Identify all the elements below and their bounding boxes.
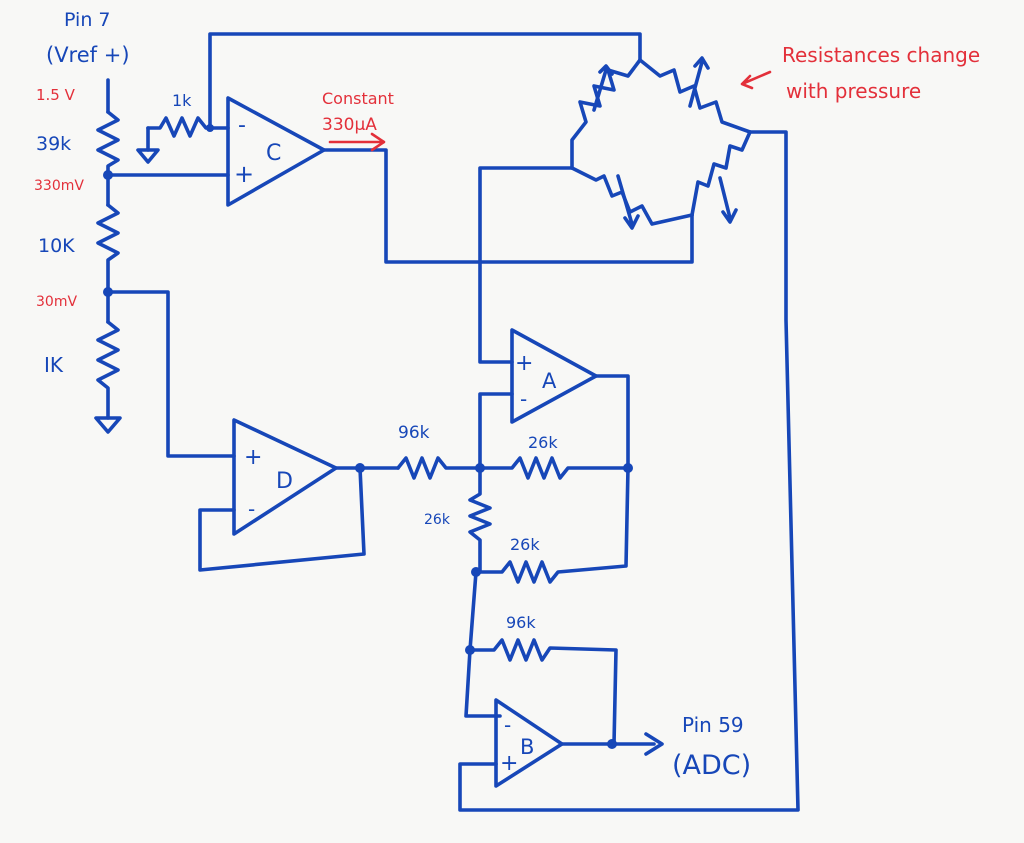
resistor-96k-bottom (468, 638, 618, 746)
node-330mv (103, 170, 113, 180)
node-c-minus (206, 124, 214, 132)
label-39k: 39k (36, 133, 71, 155)
pressure-arrow-4 (718, 176, 738, 224)
amp-d-minus: - (248, 497, 255, 521)
note-resistances-change: Resistances change (782, 43, 980, 67)
amp-b-plus: + (500, 751, 518, 776)
wire-mid-to-b (464, 570, 502, 718)
label-26k-2: 26k (424, 512, 451, 528)
label-96k-top: 96k (398, 423, 430, 443)
label-26k-3: 26k (510, 535, 540, 554)
resistor-26k-1 (478, 456, 630, 480)
op-amp-c (226, 96, 326, 207)
op-amp-d (232, 418, 338, 536)
label-330mv: 330mV (34, 178, 84, 194)
amp-c-minus: - (238, 113, 246, 138)
op-amp-a (510, 328, 598, 424)
pressure-arrow-2 (688, 56, 710, 108)
label-1-5v: 1.5 V (36, 86, 76, 104)
label-constant: Constant (322, 89, 394, 108)
wire-c-out (322, 148, 694, 264)
label-adc: (ADC) (672, 750, 751, 781)
wire-bridge-to-b (458, 130, 800, 812)
label-pin7: Pin 7 (64, 9, 111, 31)
amp-c-label: C (266, 141, 281, 166)
amp-d-label: D (276, 469, 293, 494)
note-arrow (740, 70, 772, 90)
op-amp-b (494, 698, 564, 788)
resistor-1k-top (146, 116, 230, 138)
ground-arrow-left (94, 416, 122, 434)
ground-arrow-c (136, 148, 160, 164)
amp-a-minus: - (520, 387, 527, 411)
bridge-resistor-top-right (638, 58, 752, 134)
amp-b-minus: - (504, 713, 511, 737)
resistor-26k-2 (468, 466, 492, 574)
resistor-10k (96, 203, 120, 294)
note-with-pressure: with pressure (786, 79, 921, 103)
pressure-arrow-1 (592, 64, 614, 112)
amp-c-plus: + (234, 160, 254, 188)
amp-a-plus: + (515, 351, 533, 376)
label-pin59: Pin 59 (682, 713, 744, 737)
resistor-96k-top (396, 456, 482, 480)
resistor-39k (96, 110, 120, 177)
current-arrow (328, 132, 386, 152)
label-330ua: 330µA (322, 115, 377, 135)
amp-b-label: B (520, 735, 534, 759)
resistor-26k-3 (474, 466, 630, 584)
resistor-1k-left (96, 320, 120, 420)
wire-d-feedback (198, 466, 366, 572)
node-30mv (103, 287, 113, 297)
wire-a-out (594, 374, 630, 470)
label-1k-top: 1k (172, 91, 192, 110)
label-96k-bottom: 96k (506, 613, 536, 632)
amp-d-plus: + (244, 445, 262, 470)
label-vref: (Vref +) (46, 43, 130, 67)
wire-a-minus (478, 392, 514, 470)
bridge-resistor-bottom-left (570, 166, 694, 226)
label-30mv: 30mV (36, 294, 77, 310)
amp-a-label: A (542, 369, 557, 393)
wire-top-loop (208, 32, 642, 130)
bridge-resistor-bottom-right (690, 130, 752, 217)
label-10k: 10K (38, 235, 75, 257)
pressure-arrow-3 (616, 174, 640, 230)
output-arrow (644, 732, 664, 756)
label-1k-left: IK (44, 353, 64, 377)
wire-30mv-to-d (106, 290, 236, 458)
label-26k-1: 26k (528, 433, 558, 452)
wire-bridge-to-a (478, 166, 574, 364)
node-b-out (607, 739, 617, 749)
